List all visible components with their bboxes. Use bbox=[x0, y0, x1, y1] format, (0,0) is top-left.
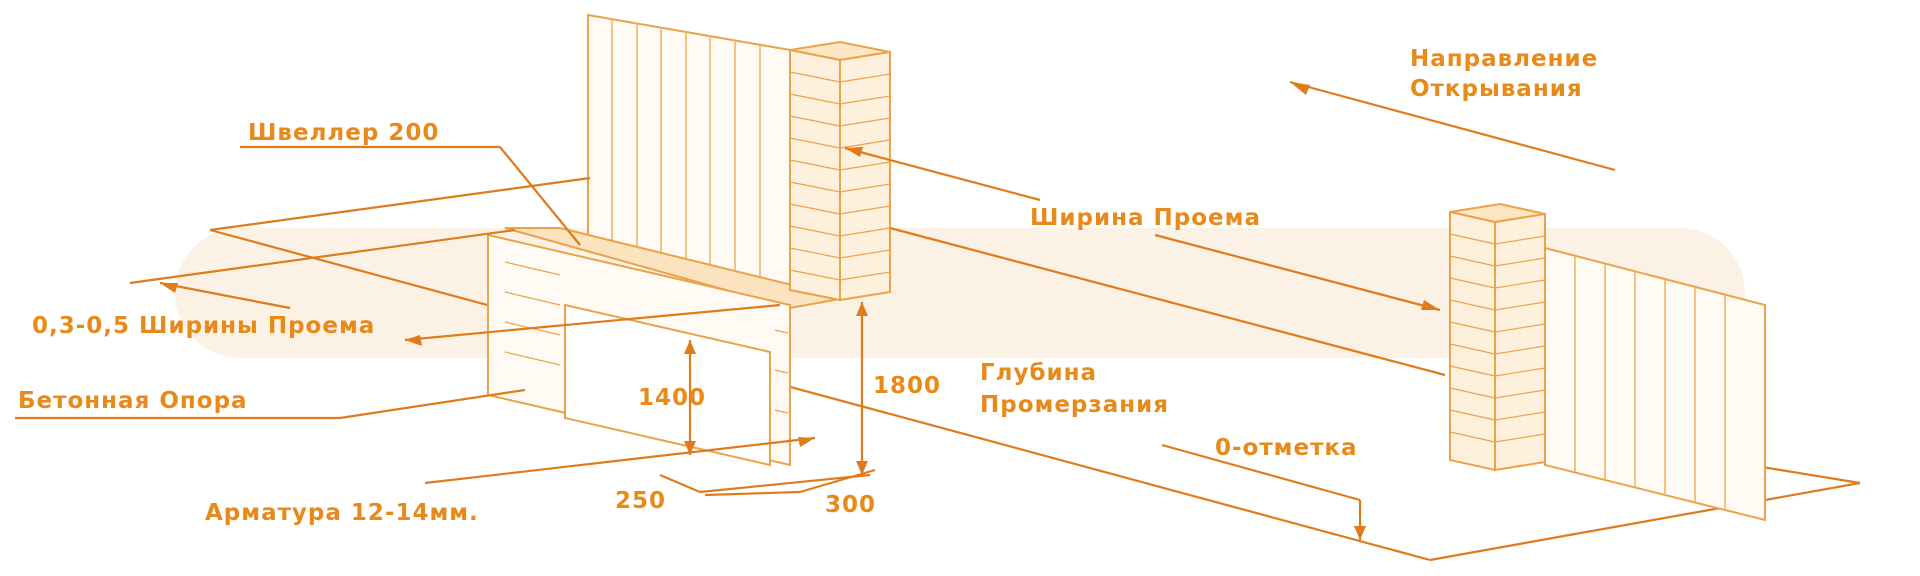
left-gate-leaf bbox=[587, 13, 791, 307]
channel-label: Швеллер 200 bbox=[248, 120, 439, 146]
labels: Швеллер 200 Направление Открывания Ширин… bbox=[18, 46, 1598, 526]
zero-mark-label: 0-отметка bbox=[1215, 435, 1358, 461]
direction-label-line2: Открывания bbox=[1410, 76, 1583, 102]
leader-lines bbox=[15, 80, 1616, 540]
dim-250-label: 250 bbox=[615, 488, 666, 514]
ground-plane bbox=[209, 228, 1861, 562]
concrete-support bbox=[487, 233, 791, 467]
concrete-support-label: Бетонная Опора bbox=[18, 388, 248, 414]
right-brick-pillar bbox=[1449, 202, 1546, 472]
direction-label-line1: Направление bbox=[1410, 46, 1598, 72]
left-brick-pillar bbox=[789, 40, 891, 302]
dim-1800-label: 1800 bbox=[873, 373, 941, 399]
freeze-depth-label-line2: Промерзания bbox=[980, 392, 1169, 418]
right-fence-section bbox=[1544, 246, 1766, 522]
freeze-depth-label-line1: Глубина bbox=[980, 360, 1097, 386]
rebar-label: Арматура 12-14мм. bbox=[205, 500, 479, 526]
dim-1400-label: 1400 bbox=[638, 385, 706, 411]
opening-width-label: Ширина Проема bbox=[1030, 205, 1261, 231]
ratio-label: 0,3-0,5 Ширины Проема bbox=[32, 313, 375, 339]
dim-300-label: 300 bbox=[825, 492, 876, 518]
